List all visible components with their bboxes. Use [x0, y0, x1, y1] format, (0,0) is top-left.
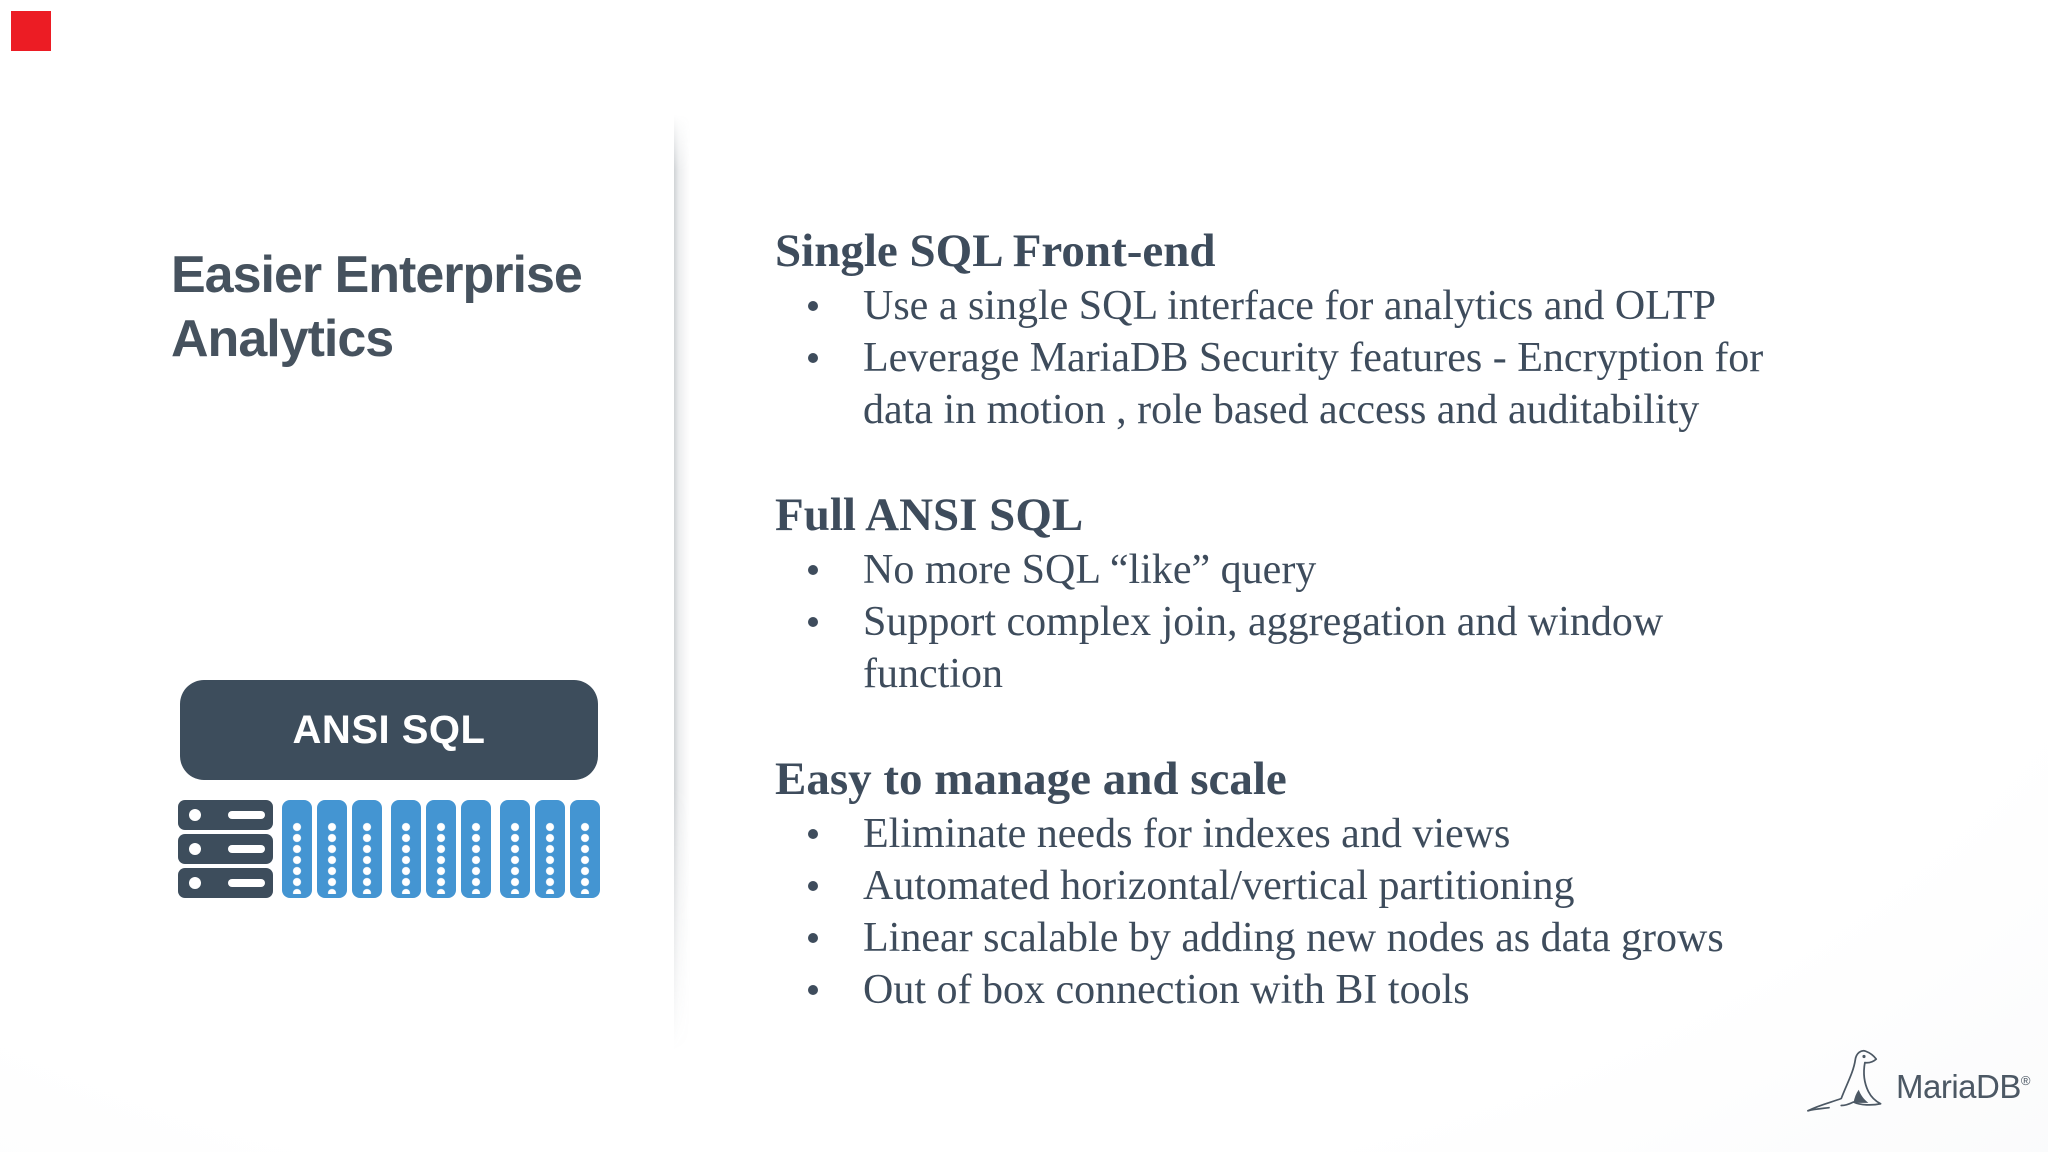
server-stack-icon — [178, 800, 273, 898]
section-heading: Single SQL Front-end — [775, 225, 1216, 277]
bullet-item: Leverage MariaDB Security features - Enc… — [775, 332, 1985, 436]
ansi-sql-label: ANSI SQL — [292, 707, 486, 752]
ansi-sql-box: ANSI SQL — [180, 680, 598, 780]
bullet-item: Linear scalable by adding new nodes as d… — [775, 912, 1985, 964]
node-column — [535, 800, 565, 898]
server-row — [178, 834, 273, 864]
page-title: Easier Enterprise Analytics — [171, 246, 583, 368]
node-column — [570, 800, 600, 898]
panel-divider-shadow — [674, 115, 692, 1050]
sealion-icon — [1807, 1049, 1882, 1112]
bullet-item: Out of box connection with BI tools — [775, 964, 1985, 1016]
node-column — [391, 800, 421, 898]
node-group — [282, 800, 382, 898]
bullet-list: Use a single SQL interface for analytics… — [775, 280, 1985, 436]
server-row — [178, 800, 273, 830]
section-heading: Full ANSI SQL — [775, 489, 1084, 541]
bullet-item: Use a single SQL interface for analytics… — [775, 280, 1985, 332]
cluster-diagram — [178, 800, 600, 898]
bullet-item: Eliminate needs for indexes and views — [775, 808, 1985, 860]
node-column — [461, 800, 491, 898]
section-heading: Easy to manage and scale — [775, 753, 1287, 805]
registered-mark: ® — [2020, 1073, 2031, 1088]
node-columns — [282, 800, 600, 898]
node-column — [352, 800, 382, 898]
mariadb-logo: MariaDB ® — [1806, 1046, 2030, 1116]
node-group — [500, 800, 600, 898]
server-row — [178, 868, 273, 898]
mariadb-logo-text: MariaDB — [1896, 1068, 2021, 1105]
red-marker — [11, 11, 51, 51]
bullet-item: Automated horizontal/vertical partitioni… — [775, 860, 1985, 912]
node-column — [500, 800, 530, 898]
node-group — [391, 800, 491, 898]
bullet-item: No more SQL “like” query — [775, 544, 1985, 596]
node-column — [317, 800, 347, 898]
node-column — [426, 800, 456, 898]
bullet-item: Support complex join, aggregation and wi… — [775, 596, 1985, 700]
node-column — [282, 800, 312, 898]
